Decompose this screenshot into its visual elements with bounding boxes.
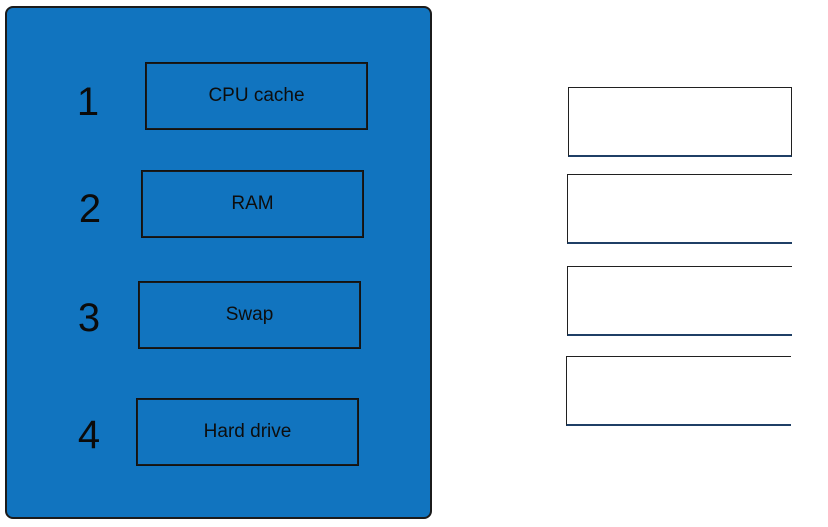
level-number-2: 2 [78, 187, 102, 231]
level-number-4: 4 [77, 413, 101, 457]
item-hard-drive[interactable]: Hard drive [136, 398, 359, 466]
level-number-3: 3 [77, 296, 101, 340]
drop-slot-4[interactable] [566, 356, 791, 426]
level-number-1: 1 [76, 80, 100, 124]
item-cpu-cache[interactable]: CPU cache [145, 62, 368, 130]
drop-slot-1[interactable] [568, 87, 792, 157]
item-ram[interactable]: RAM [141, 170, 364, 238]
item-swap[interactable]: Swap [138, 281, 361, 349]
drop-slot-3[interactable] [567, 266, 792, 336]
drop-slot-2[interactable] [567, 174, 792, 244]
